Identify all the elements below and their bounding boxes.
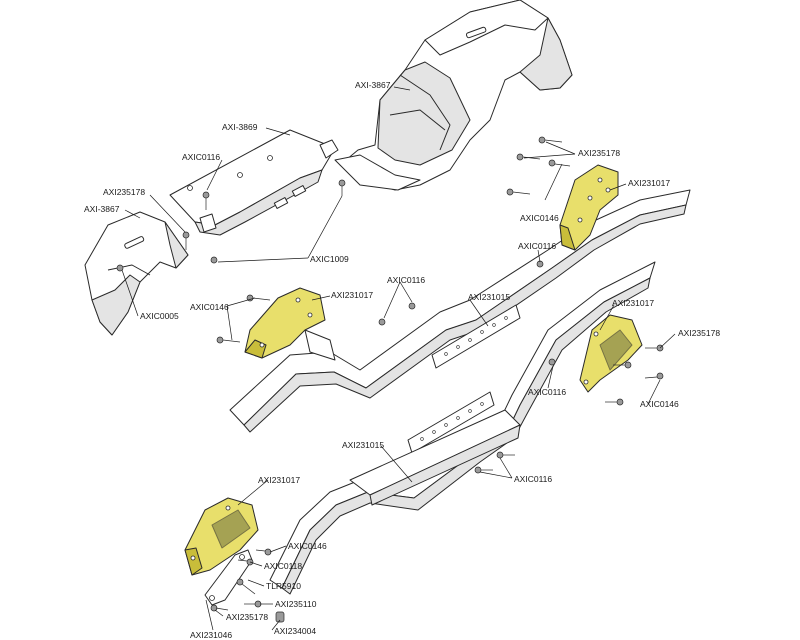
rail-plate-low xyxy=(407,391,495,454)
label-axi235178-low: AXI235178 xyxy=(226,612,268,622)
shock-bracket-top-right xyxy=(559,164,619,251)
fender-panel-left xyxy=(84,211,189,336)
label-axic0146-right: AXIC0146 xyxy=(640,399,679,409)
label-axi235178-right: AXI235178 xyxy=(678,328,720,338)
screw-left-fender xyxy=(116,264,124,272)
fender-panel-top xyxy=(334,0,573,191)
shock-bracket-mid-right xyxy=(579,314,643,393)
screw-mid-d xyxy=(408,302,416,310)
label-axi231017-mid: AXI231017 xyxy=(331,290,373,300)
bushing-axi234004 xyxy=(275,611,285,623)
label-axic0146-low: AXIC0146 xyxy=(288,541,327,551)
label-axic0118: AXIC0118 xyxy=(264,561,302,571)
rail-plate-mid xyxy=(431,304,521,369)
label-axic0116-low: AXIC0116 xyxy=(514,474,552,484)
screw-right-e xyxy=(548,358,556,366)
leader-lines xyxy=(121,86,676,631)
label-axic0146-mid: AXIC0146 xyxy=(190,302,229,312)
screw-right-d xyxy=(605,398,624,406)
label-axic0146-top: AXIC0146 xyxy=(520,213,559,223)
screw-tray-d xyxy=(210,256,218,264)
screw-low-g xyxy=(210,604,229,612)
label-axi235178-top: AXI235178 xyxy=(578,148,620,158)
screw-right-c xyxy=(644,372,664,380)
shock-bracket-mid-left xyxy=(244,287,326,359)
label-axic0116-rail: AXIC0116 xyxy=(518,241,556,251)
screw-low-b xyxy=(474,466,493,474)
label-tlr5910: TLR5910 xyxy=(266,581,301,591)
screw-tray-a xyxy=(202,191,210,210)
screw-mid-c xyxy=(378,318,386,326)
label-axi3869: AXI-3869 xyxy=(222,122,258,132)
callout-labels: AXI-3867 AXI-3869 AXIC0116 AXI235178 AXI… xyxy=(84,80,720,640)
battery-tray xyxy=(169,129,339,236)
label-axic0116-mid: AXIC0116 xyxy=(387,275,425,285)
screw-mid-a xyxy=(246,294,271,302)
label-axi235110: AXI235110 xyxy=(275,599,317,609)
screw-tray-b xyxy=(182,231,190,250)
label-axi234004: AXI234004 xyxy=(274,626,316,636)
label-axic0116-tray: AXIC0116 xyxy=(182,152,220,162)
label-axi231046: AXI231046 xyxy=(190,630,232,640)
shock-bracket-lower-left xyxy=(184,497,259,576)
screw-tray-c xyxy=(338,179,346,196)
screw-top-c xyxy=(548,159,571,167)
screw-mid-b xyxy=(216,336,241,344)
screw-low-e xyxy=(236,578,256,595)
label-axi231015-low: AXI231015 xyxy=(342,440,384,450)
screw-low-a xyxy=(496,451,515,459)
screw-low-c xyxy=(255,548,272,556)
label-axi235178-left: AXI235178 xyxy=(103,187,145,197)
label-axi3867-left: AXI-3867 xyxy=(84,204,120,214)
label-axic0116-right: AXIC0116 xyxy=(528,387,566,397)
screw-low-d xyxy=(237,558,254,566)
screw-top-b xyxy=(516,153,541,161)
screw-low-f xyxy=(244,600,262,608)
label-axic1009: AXIC1009 xyxy=(310,254,349,264)
screw-top-a xyxy=(538,136,563,144)
rail-section-lower-right xyxy=(349,409,521,506)
label-axi231015-mid: AXI231015 xyxy=(468,292,510,302)
label-axic0005: AXIC0005 xyxy=(140,311,179,321)
screw-right-b xyxy=(613,361,632,369)
screw-top-d xyxy=(506,188,531,196)
hardware-screws xyxy=(116,136,664,623)
label-axi3867-top: AXI-3867 xyxy=(355,80,391,90)
label-axi231017-low: AXI231017 xyxy=(258,475,300,485)
label-axi231017-top: AXI231017 xyxy=(628,178,670,188)
label-axi231017-right: AXI231017 xyxy=(612,298,654,308)
